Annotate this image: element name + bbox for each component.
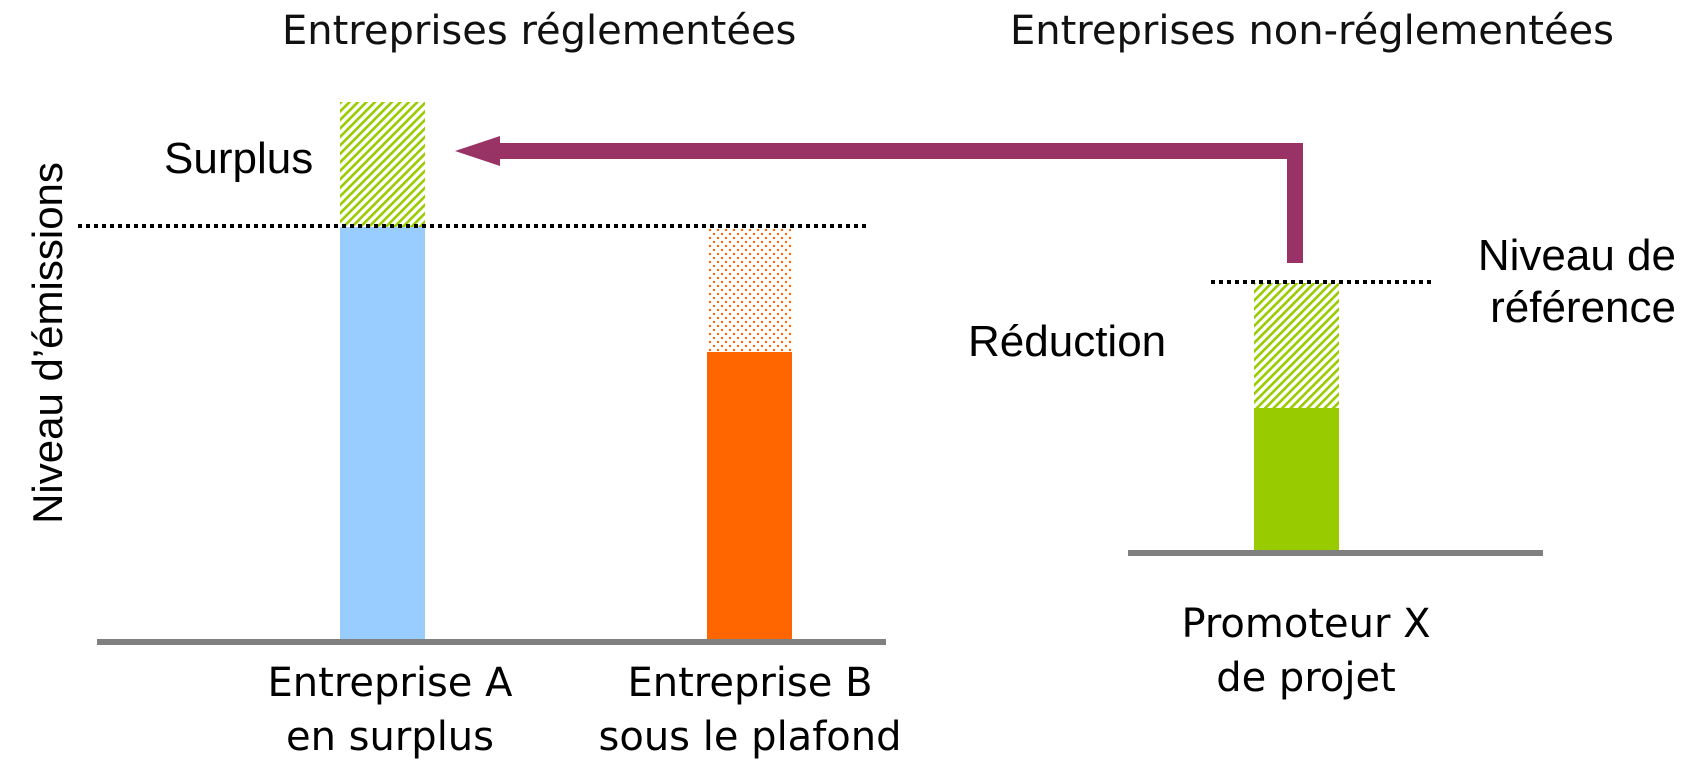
transfer-arrow-shaft <box>495 143 1303 263</box>
transfer-arrowhead <box>455 136 500 166</box>
project-emissions-bar <box>1254 408 1339 552</box>
company-b-caption-line2: sous le plafond <box>598 714 902 760</box>
reduction-label: Réduction <box>968 317 1167 366</box>
reference-level-line1: Niveau de <box>1477 231 1676 280</box>
company-b-caption: Entreprise B sous le plafond <box>599 656 902 764</box>
company-b-caption-line1: Entreprise B <box>627 660 873 706</box>
project-reduction-bar <box>1254 283 1339 408</box>
project-caption-line2: de projet <box>1216 655 1396 701</box>
company-b-unused-allowance <box>707 227 792 352</box>
reference-level-line2: référence <box>1490 283 1676 332</box>
reference-level-label: Niveau de référence <box>1478 230 1676 334</box>
company-a-caption: Entreprise A en surplus <box>268 656 513 764</box>
project-caption: Promoteur X de projet <box>1181 597 1430 705</box>
surplus-label: Surplus <box>164 134 314 183</box>
header-regulated-companies: Entreprises réglementées <box>282 8 797 54</box>
company-a-surplus-bar <box>340 102 425 227</box>
company-a-caption-line1: Entreprise A <box>267 660 513 706</box>
company-b-emissions-bar <box>707 352 792 640</box>
project-caption-line1: Promoteur X <box>1181 601 1431 647</box>
company-a-caption-line2: en surplus <box>285 714 494 760</box>
header-unregulated-companies: Entreprises non-réglementées <box>1010 8 1615 54</box>
company-a-emissions-bar <box>340 227 425 640</box>
